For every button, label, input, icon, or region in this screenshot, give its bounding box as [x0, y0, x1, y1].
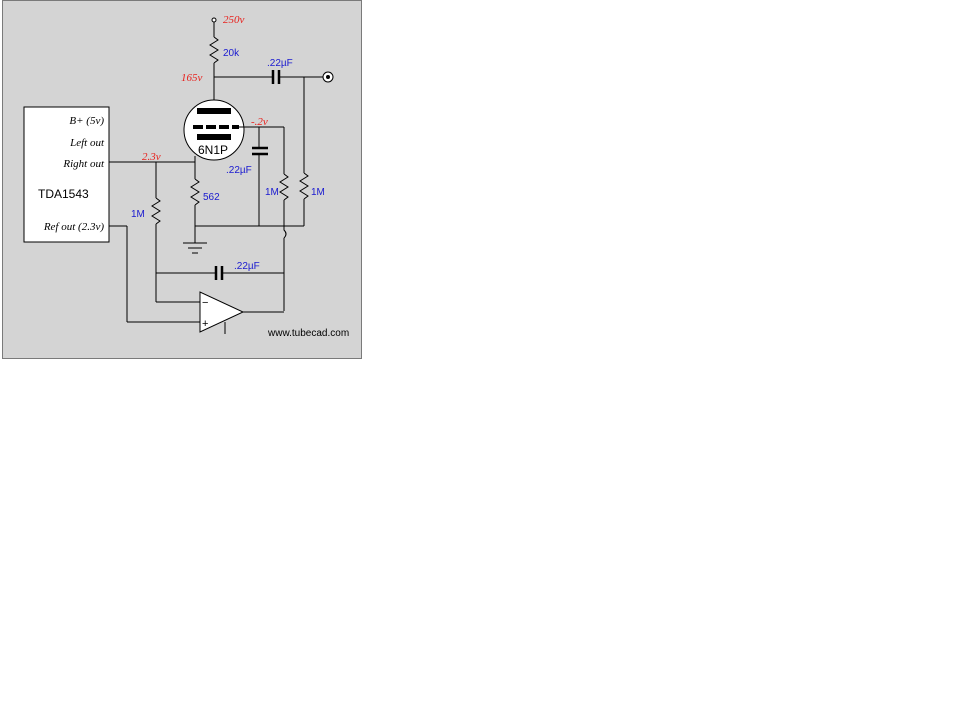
grid-resistor-symbol: [279, 173, 289, 201]
chip-pin-right-out: Right out: [62, 158, 105, 170]
tube-envelope: [183, 99, 245, 161]
schematic-diagram: [23, 17, 334, 334]
opamp-plus: +: [202, 318, 208, 330]
bias-resistor-label: 1M: [131, 209, 145, 220]
chip-pin-left-out: Left out: [69, 137, 105, 149]
wires: [109, 17, 334, 334]
output-cap-label: .22µF: [267, 58, 293, 69]
grid-cap-label: .22µF: [226, 165, 252, 176]
cathode-resistor-symbol: [190, 178, 200, 206]
chip-pin-bplus: B+ (5v): [69, 115, 104, 127]
plate-voltage-label: 165v: [181, 72, 203, 84]
grid-resistor-label: 1M: [265, 187, 279, 198]
schematic-labels: 250v 20k 165v .22µF -.2v 6N1P .22µF 1M 1…: [38, 14, 349, 339]
plate-resistor-symbol: [209, 36, 219, 64]
opamp-symbol: [199, 291, 245, 333]
grid-voltage-label: -.2v: [251, 116, 268, 128]
output-resistor-label: 1M: [311, 187, 325, 198]
plate-resistor-label: 20k: [223, 48, 240, 59]
tube-label: 6N1P: [198, 143, 228, 157]
output-resistor-symbol: [299, 172, 309, 200]
bias-resistor-symbol: [151, 197, 161, 225]
input-voltage-label: 2.3v: [142, 151, 161, 163]
schematic-frame: 250v 20k 165v .22µF -.2v 6N1P .22µF 1M 1…: [2, 0, 362, 359]
watermark: www.tubecad.com: [267, 328, 349, 339]
chip-name: TDA1543: [38, 187, 89, 201]
chip-box: [23, 106, 110, 243]
cathode-resistor-label: 562: [203, 192, 220, 203]
feedback-cap-label: .22µF: [234, 261, 260, 272]
supply-voltage-label: 250v: [223, 14, 245, 26]
chip-pin-ref-out: Ref out (2.3v): [43, 221, 105, 233]
opamp-minus: −: [202, 297, 208, 309]
